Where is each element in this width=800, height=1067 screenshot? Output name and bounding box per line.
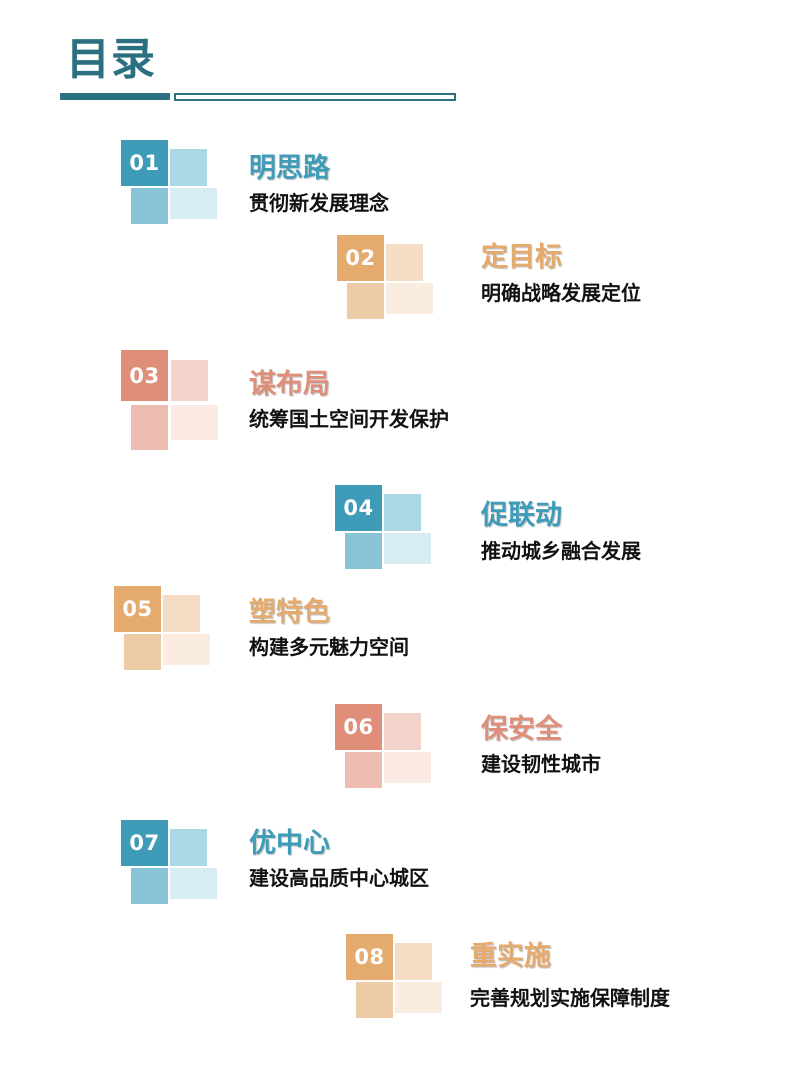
- decor-square: [384, 533, 431, 564]
- decor-square: [131, 188, 168, 224]
- number-badge: 02: [337, 235, 384, 281]
- toc-item-subtitle: 建设高品质中心城区: [249, 866, 429, 890]
- toc-item-subtitle: 构建多元魅力空间: [249, 635, 409, 659]
- title-underline-thick: [60, 93, 170, 100]
- decor-square: [163, 595, 200, 632]
- toc-item-title: 重实施: [470, 941, 551, 972]
- toc-item-title: 促联动: [481, 500, 562, 531]
- toc-item-subtitle: 推动城乡融合发展: [481, 539, 641, 563]
- decor-square: [345, 752, 382, 788]
- title-underline-outline: [174, 93, 456, 101]
- number-label: 07: [129, 831, 160, 855]
- decor-square: [395, 982, 442, 1013]
- number-badge: 03: [121, 350, 168, 401]
- toc-item-title: 定目标: [481, 242, 562, 273]
- decor-square: [163, 634, 210, 665]
- number-badge: 06: [335, 704, 382, 750]
- decor-square: [170, 188, 217, 219]
- decor-square: [384, 752, 431, 783]
- toc-item-title: 优中心: [249, 828, 330, 859]
- toc-item-subtitle: 贯彻新发展理念: [249, 191, 389, 215]
- decor-square: [171, 405, 218, 440]
- decor-square: [345, 533, 382, 569]
- decor-square: [386, 283, 433, 314]
- page-title: 目录: [66, 34, 156, 85]
- decor-square: [395, 943, 432, 980]
- decor-square: [170, 829, 207, 866]
- decor-square: [386, 244, 423, 281]
- decor-square: [171, 360, 208, 401]
- number-label: 06: [343, 715, 374, 739]
- toc-item-title: 明思路: [249, 153, 330, 184]
- number-badge: 05: [114, 586, 161, 632]
- decor-square: [124, 634, 161, 670]
- toc-item-title: 谋布局: [249, 369, 330, 400]
- toc-item-subtitle: 建设韧性城市: [481, 752, 601, 776]
- number-label: 08: [354, 945, 385, 969]
- toc-item-subtitle: 完善规划实施保障制度: [470, 986, 670, 1010]
- number-label: 05: [122, 597, 153, 621]
- decor-square: [356, 982, 393, 1018]
- decor-square: [170, 149, 207, 186]
- number-label: 02: [345, 246, 376, 270]
- toc-item-subtitle: 明确战略发展定位: [481, 281, 641, 305]
- number-badge: 07: [121, 820, 168, 866]
- number-label: 01: [129, 151, 160, 175]
- toc-item-subtitle: 统筹国土空间开发保护: [249, 407, 449, 431]
- decor-square: [384, 494, 421, 531]
- decor-square: [131, 868, 168, 904]
- number-label: 04: [343, 496, 374, 520]
- toc-item-title: 塑特色: [249, 597, 330, 628]
- toc-item-title: 保安全: [481, 714, 562, 745]
- decor-square: [384, 713, 421, 750]
- decor-square: [347, 283, 384, 319]
- number-badge: 01: [121, 140, 168, 186]
- number-badge: 04: [335, 485, 382, 531]
- decor-square: [170, 868, 217, 899]
- number-label: 03: [129, 363, 160, 388]
- number-badge: 08: [346, 934, 393, 980]
- decor-square: [131, 405, 168, 450]
